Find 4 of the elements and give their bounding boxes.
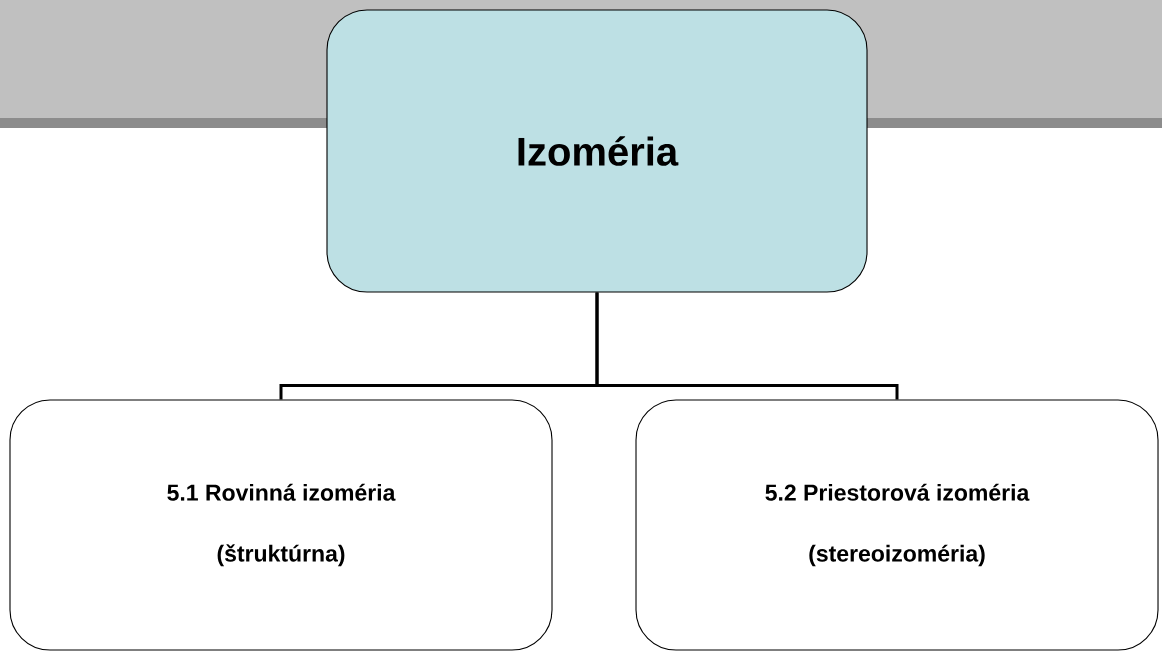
concept-box: 5.1 Rovinná izoméria (štruktúrna) (9, 399, 553, 651)
connector-line (595, 292, 899, 400)
concept-box: 5.2 Priestorová izoméria (stereoizoméria) (635, 399, 1159, 651)
concept-box: Izoméria (326, 9, 868, 293)
